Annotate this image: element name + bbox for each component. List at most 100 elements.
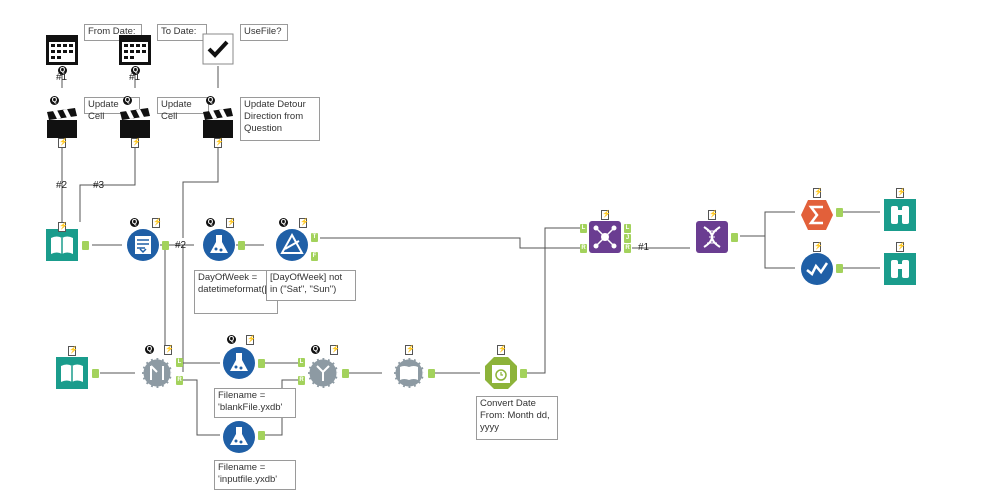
- bolt-badge: ⚡: [601, 210, 611, 220]
- summarize-tool[interactable]: [800, 198, 834, 232]
- bolt-badge: ⚡: [246, 335, 256, 345]
- output-anchor[interactable]: [162, 241, 169, 250]
- calendar-icon: [46, 35, 78, 65]
- date-tool-to[interactable]: [118, 32, 152, 66]
- output-anchor[interactable]: [258, 359, 265, 368]
- output-anchor[interactable]: [238, 241, 245, 250]
- bolt-badge: ⚡: [214, 138, 224, 148]
- annotation-update-cell-2: Update Cell: [157, 97, 209, 122]
- formula-tool-blankfile[interactable]: [222, 346, 256, 380]
- gear-icon: [306, 356, 340, 390]
- action-tool-update-detour[interactable]: [201, 106, 235, 140]
- binoculars-icon: [884, 253, 916, 285]
- book-icon: [392, 356, 426, 390]
- output-anchor[interactable]: [92, 369, 99, 378]
- annotation-use-file: UseFile?: [240, 24, 288, 41]
- annotation-update-detour: Update Detour Direction from Question: [240, 97, 320, 141]
- bolt-badge: ⚡: [131, 138, 141, 148]
- output-anchor[interactable]: [428, 369, 435, 378]
- question-badge: Q: [123, 96, 132, 105]
- left-anchor[interactable]: L: [176, 358, 183, 367]
- question-badge: Q: [131, 66, 140, 75]
- output-anchor[interactable]: [836, 208, 843, 217]
- test-tool[interactable]: [800, 252, 834, 286]
- right-anchor[interactable]: R: [580, 244, 587, 253]
- flask-icon: [223, 421, 255, 453]
- right-output-anchor[interactable]: R: [624, 244, 631, 253]
- input-data-tool-2[interactable]: [55, 356, 89, 390]
- bolt-badge: ⚡: [813, 188, 823, 198]
- right-anchor[interactable]: R: [176, 376, 183, 385]
- question-badge: Q: [50, 96, 59, 105]
- annotation-formula-dayofweek: DayOfWeek = datetimeformat([TestDate],'%…: [194, 270, 330, 314]
- book-icon: [46, 229, 78, 261]
- detour-end-tool[interactable]: [306, 356, 340, 390]
- dynamic-input-tool[interactable]: [392, 356, 426, 390]
- gear-icon: [140, 356, 174, 390]
- connection-label: #1: [638, 242, 650, 253]
- connection-label: #1: [129, 72, 141, 83]
- filter-tool-weekend[interactable]: [275, 228, 309, 262]
- date-filter-tool[interactable]: [126, 228, 160, 262]
- connection-label: #3: [93, 180, 105, 191]
- join-tool[interactable]: [588, 220, 622, 254]
- output-anchor[interactable]: [520, 369, 527, 378]
- bolt-badge: ⚡: [896, 188, 906, 198]
- triangle-icon: [276, 229, 308, 261]
- output-anchor[interactable]: [258, 431, 265, 440]
- output-anchor[interactable]: [836, 264, 843, 273]
- bolt-badge: ⚡: [708, 210, 718, 220]
- bolt-badge: ⚡: [405, 345, 415, 355]
- datetime-tool[interactable]: [484, 356, 518, 390]
- question-badge: Q: [279, 218, 288, 227]
- left-output-anchor[interactable]: L: [624, 224, 631, 233]
- checkbox-icon: [202, 33, 234, 65]
- question-badge: Q: [311, 345, 320, 354]
- output-anchor[interactable]: [342, 369, 349, 378]
- bolt-badge: ⚡: [497, 345, 507, 355]
- flask-icon: [223, 347, 255, 379]
- checkbox-tool[interactable]: [201, 32, 235, 66]
- clapperboard-icon: [120, 108, 150, 138]
- action-tool-update-cell-2[interactable]: [118, 106, 152, 140]
- transpose-tool[interactable]: [695, 220, 729, 254]
- bolt-badge: ⚡: [58, 222, 68, 232]
- bolt-badge: ⚡: [813, 242, 823, 252]
- clapperboard-icon: [47, 108, 77, 138]
- calendar-icon: [119, 35, 151, 65]
- date-tool-from[interactable]: [45, 32, 79, 66]
- join-output-anchor[interactable]: J: [624, 234, 631, 243]
- output-anchor[interactable]: [731, 233, 738, 242]
- check-icon: [801, 253, 833, 285]
- action-tool-update-cell-1[interactable]: [45, 106, 79, 140]
- question-badge: Q: [206, 218, 215, 227]
- sigma-icon: [801, 200, 833, 230]
- input-data-tool[interactable]: [45, 228, 79, 262]
- question-badge: Q: [58, 66, 67, 75]
- form-icon: [127, 229, 159, 261]
- bolt-badge: ⚡: [226, 218, 236, 228]
- formula-tool-inputfile[interactable]: [222, 420, 256, 454]
- left-anchor[interactable]: L: [580, 224, 587, 233]
- right-anchor[interactable]: R: [298, 376, 305, 385]
- connection-label: #2: [175, 240, 187, 251]
- browse-tool-2[interactable]: [883, 252, 917, 286]
- formula-tool-dayofweek[interactable]: [202, 228, 236, 262]
- question-badge: Q: [130, 218, 139, 227]
- detour-tool[interactable]: [140, 356, 174, 390]
- output-anchor[interactable]: [82, 241, 89, 250]
- datetime-icon: [485, 357, 517, 389]
- flask-icon: [203, 229, 235, 261]
- bolt-badge: ⚡: [68, 346, 78, 356]
- clapperboard-icon: [203, 108, 233, 138]
- annotation-filter-weekend: [DayOfWeek] not in ("Sat", "Sun"): [266, 270, 356, 301]
- join-icon: [589, 221, 621, 253]
- annotation-to-date: To Date:: [157, 24, 207, 41]
- browse-tool-1[interactable]: [883, 198, 917, 232]
- left-anchor[interactable]: L: [298, 358, 305, 367]
- false-anchor[interactable]: F: [311, 252, 318, 261]
- annotation-filename-input: Filename = 'inputfile.yxdb': [214, 460, 296, 490]
- true-anchor[interactable]: T: [311, 233, 318, 242]
